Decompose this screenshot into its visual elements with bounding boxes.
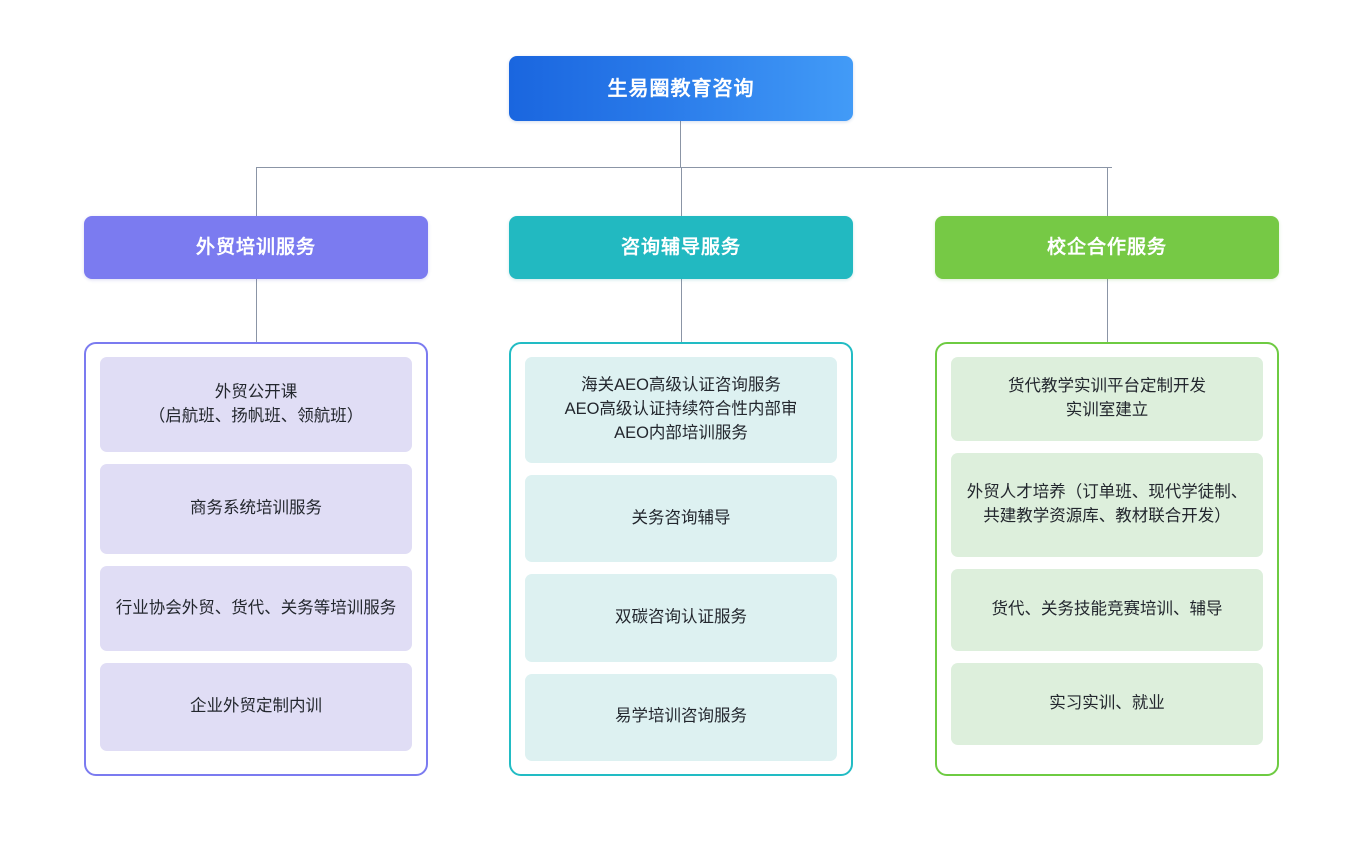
connector-branch-0-to-panel <box>256 279 258 342</box>
leaf-item[interactable]: 外贸人才培养（订单班、现代学徒制、共建教学资源库、教材联合开发） <box>951 453 1263 557</box>
connector-horizontal-bus <box>256 167 1112 169</box>
leaf-item[interactable]: 企业外贸定制内训 <box>100 663 412 751</box>
branch-header-1[interactable]: 咨询辅导服务 <box>509 216 853 279</box>
leaf-item[interactable]: 商务系统培训服务 <box>100 464 412 554</box>
branch-panel-2: 货代教学实训平台定制开发 实训室建立 外贸人才培养（订单班、现代学徒制、共建教学… <box>935 342 1279 776</box>
leaf-item[interactable]: 海关AEO高级认证咨询服务 AEO高级认证持续符合性内部审 AEO内部培训服务 <box>525 357 837 464</box>
leaf-item[interactable]: 关务咨询辅导 <box>525 475 837 563</box>
branch-header-0[interactable]: 外贸培训服务 <box>84 216 428 279</box>
leaf-item[interactable]: 外贸公开课 （启航班、扬帆班、领航班） <box>100 357 412 452</box>
leaf-item[interactable]: 行业协会外贸、货代、关务等培训服务 <box>100 566 412 651</box>
branch-column-zi-xun-fu-dao: 咨询辅导服务 海关AEO高级认证咨询服务 AEO高级认证持续符合性内部审 AEO… <box>509 216 853 776</box>
root-node[interactable]: 生易圈教育咨询 <box>509 56 853 121</box>
connector-root-stem <box>680 121 682 168</box>
leaf-item[interactable]: 易学培训咨询服务 <box>525 673 837 762</box>
leaf-item[interactable]: 货代、关务技能竞赛培训、辅导 <box>951 569 1263 651</box>
leaf-item[interactable]: 双碳咨询认证服务 <box>525 574 837 662</box>
branch-panel-1: 海关AEO高级认证咨询服务 AEO高级认证持续符合性内部审 AEO内部培训服务 … <box>509 342 853 776</box>
connector-branch-2-drop <box>1107 167 1109 216</box>
branch-header-1-label: 咨询辅导服务 <box>620 237 741 258</box>
branch-header-2[interactable]: 校企合作服务 <box>935 216 1279 279</box>
connector-branch-0-drop <box>256 167 258 216</box>
connector-branch-2-to-panel <box>1107 279 1109 342</box>
branch-header-2-label: 校企合作服务 <box>1046 237 1167 258</box>
connector-branch-1-to-panel <box>681 279 683 342</box>
branch-column-wai-mao-pei-xun: 外贸培训服务 外贸公开课 （启航班、扬帆班、领航班） 商务系统培训服务 行业协会… <box>84 216 428 776</box>
connector-branch-1-drop <box>681 167 683 216</box>
branch-header-0-label: 外贸培训服务 <box>195 237 316 258</box>
root-node-label: 生易圈教育咨询 <box>607 77 755 100</box>
leaf-item[interactable]: 货代教学实训平台定制开发 实训室建立 <box>951 357 1263 441</box>
leaf-item[interactable]: 实习实训、就业 <box>951 663 1263 745</box>
branch-panel-0: 外贸公开课 （启航班、扬帆班、领航班） 商务系统培训服务 行业协会外贸、货代、关… <box>84 342 428 776</box>
branch-column-xiao-qi-he-zuo: 校企合作服务 货代教学实训平台定制开发 实训室建立 外贸人才培养（订单班、现代学… <box>935 216 1279 776</box>
